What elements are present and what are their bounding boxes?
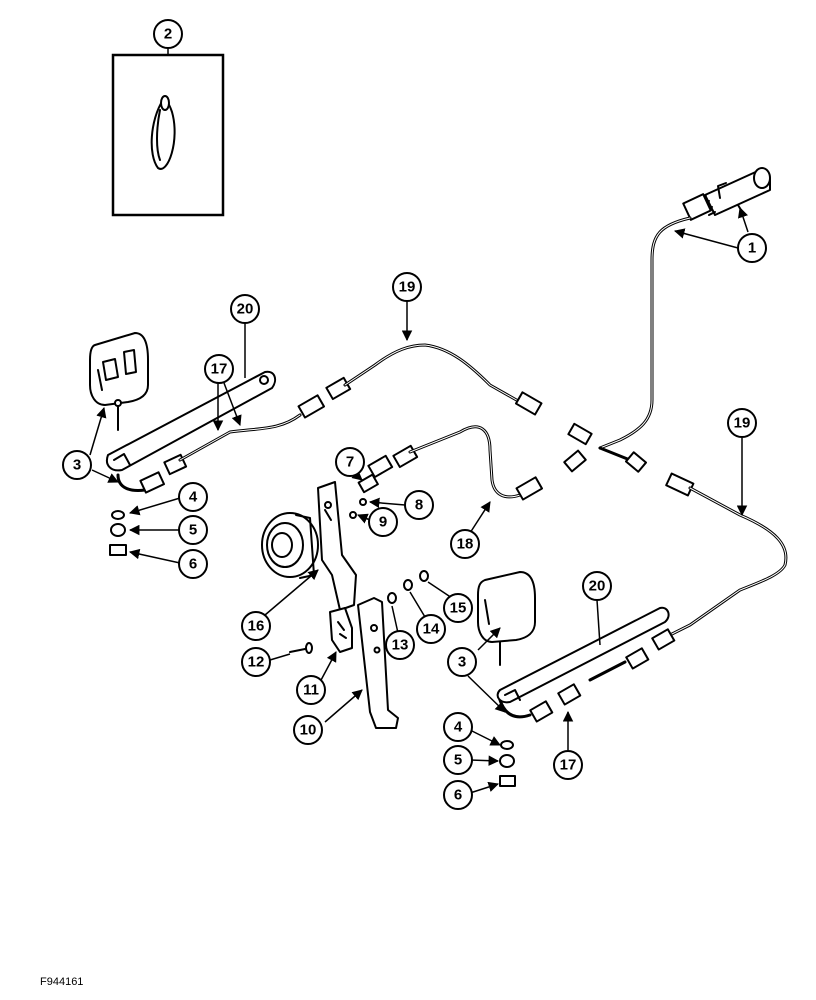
left-work-light-part: [89, 332, 149, 431]
left-mounting-bracket-part: [106, 370, 277, 472]
inset-frame: [111, 53, 225, 217]
callout-11: 11: [296, 675, 326, 705]
callout-19-right: 19: [727, 408, 757, 438]
callout-4-left: 4: [178, 482, 208, 512]
callout-12: 12: [241, 647, 271, 677]
callout-5-right: 5: [443, 745, 473, 775]
callout-6-left: 6: [178, 549, 208, 579]
callout-4-right-label: 4: [454, 719, 463, 736]
callout-11-label: 11: [303, 682, 319, 699]
vertical-support-bracket-part: [357, 597, 399, 729]
callout-20-left: 20: [230, 294, 260, 324]
callout-9: 9: [368, 507, 398, 537]
callout-15: 15: [443, 593, 473, 623]
washer-nut-set-right: [499, 740, 516, 787]
callout-4-left-label: 4: [189, 489, 198, 506]
callout-14-label: 14: [423, 621, 440, 638]
callout-3-left: 3: [62, 450, 92, 480]
left-light-harness-part: [116, 343, 543, 494]
small-clip-bracket-part: [329, 607, 353, 653]
cable-tie-strap-part: [150, 95, 176, 170]
callout-18-label: 18: [457, 536, 474, 553]
callout-16-label: 16: [248, 618, 265, 635]
callout-20-right: 20: [582, 571, 612, 601]
main-harness-cable-part: [563, 216, 692, 473]
callout-7-label: 7: [346, 454, 354, 471]
callout-3-right: 3: [447, 647, 477, 677]
callout-6-left-label: 6: [189, 556, 197, 573]
right-work-light-part: [477, 571, 536, 666]
right-mounting-bracket-part: [496, 606, 670, 704]
callout-4-right: 4: [443, 712, 473, 742]
callout-5-left-label: 5: [189, 522, 197, 539]
callout-20-left-label: 20: [237, 301, 254, 318]
callout-1-label: 1: [748, 240, 756, 257]
callout-15-label: 15: [450, 600, 467, 617]
bolt-part: [289, 642, 313, 654]
small-fasteners-center: [349, 498, 367, 519]
callout-8-label: 8: [415, 497, 423, 514]
callout-13-label: 13: [392, 637, 409, 654]
horn-bracket-part: [317, 481, 357, 611]
center-harness-part: [367, 425, 544, 501]
horn-connector-part: [357, 473, 379, 494]
callout-2: 2: [153, 19, 183, 49]
callout-10: 10: [293, 715, 323, 745]
callout-17-right: 17: [553, 750, 583, 780]
socket-connector-part: [682, 167, 771, 221]
callout-20-right-label: 20: [589, 578, 606, 595]
right-light-harness-part: [498, 472, 788, 723]
inset-strap-detail: [111, 47, 225, 217]
callout-17-left-label: 17: [211, 361, 228, 378]
callout-3-right-label: 3: [458, 654, 466, 671]
callout-5-right-label: 5: [454, 752, 462, 769]
washer-nut-set-center: [387, 570, 429, 604]
callout-14: 14: [416, 614, 446, 644]
figure-reference: F944161: [40, 976, 83, 988]
callout-5-left: 5: [178, 515, 208, 545]
callout-9-label: 9: [379, 514, 387, 531]
callout-19-right-label: 19: [734, 415, 751, 432]
callout-18: 18: [450, 529, 480, 559]
callout-2-label: 2: [164, 26, 172, 43]
callout-16: 16: [241, 611, 271, 641]
leader-lines: [89, 207, 749, 794]
washer-nut-set-left: [109, 510, 127, 556]
callout-17-left: 17: [204, 354, 234, 384]
callout-10-label: 10: [300, 722, 317, 739]
callout-1: 1: [737, 233, 767, 263]
callout-19-left-label: 19: [399, 279, 416, 296]
callout-7: 7: [335, 447, 365, 477]
callout-19-left: 19: [392, 272, 422, 302]
callout-17-right-label: 17: [560, 757, 577, 774]
callout-6-right-label: 6: [454, 787, 462, 804]
callout-6-right: 6: [443, 780, 473, 810]
horn-assembly-part: [261, 512, 319, 579]
callout-12-label: 12: [248, 654, 265, 671]
callout-13: 13: [385, 630, 415, 660]
callout-8: 8: [404, 490, 434, 520]
callout-3-left-label: 3: [73, 457, 81, 474]
